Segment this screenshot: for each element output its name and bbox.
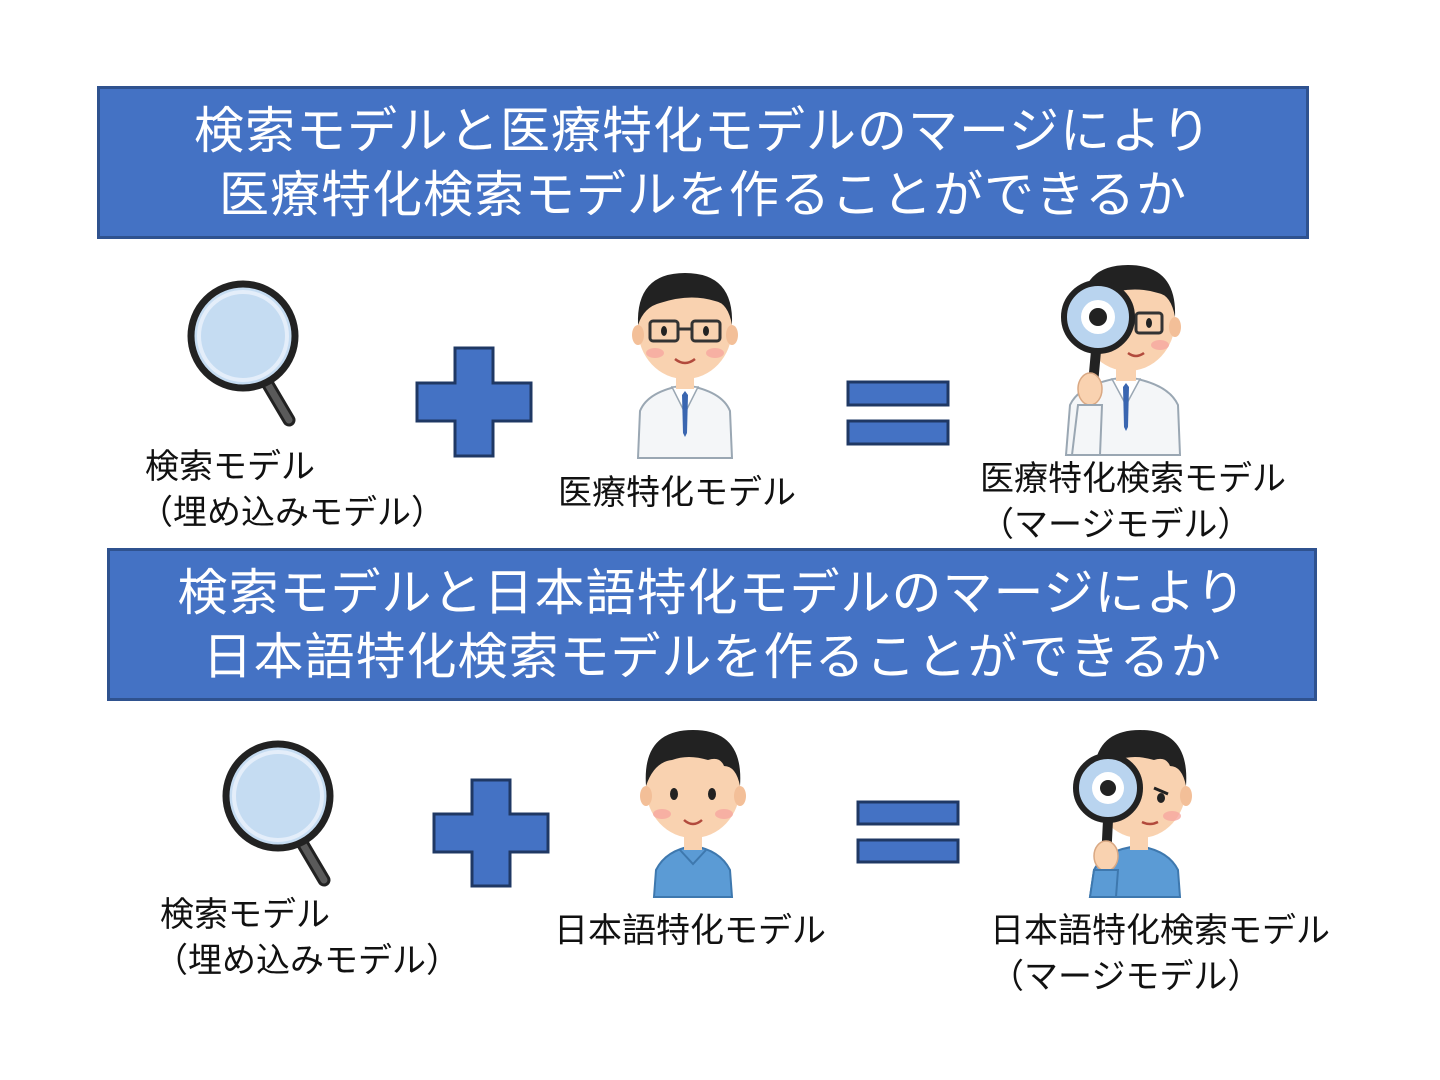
section-1-title-banner: 検索モデルと医療特化モデルのマージにより 医療特化検索モデルを作ることができるか: [97, 86, 1309, 239]
section-1-retrieval-model-label: 検索モデル （埋め込みモデル）: [139, 444, 445, 536]
section-2-title-banner: 検索モデルと日本語特化モデルのマージにより 日本語特化検索モデルを作ることができ…: [107, 548, 1317, 701]
section-2-merged-model-label: 日本語特化検索モデル （マージモデル）: [990, 908, 1330, 1000]
person-icon: [640, 730, 746, 898]
section-1-merged-model-label-line-1: 医療特化検索モデル: [980, 459, 1286, 499]
section-2-merged-model-label-line-1: 日本語特化検索モデル: [990, 911, 1330, 951]
section-2-retrieval-model-label-line-1: 検索モデル: [160, 895, 330, 935]
plus-sign-icon: [432, 778, 550, 888]
section-1-merged-model-label-line-2: （マージモデル）: [980, 505, 1252, 545]
section-2-title-line-2: 日本語特化検索モデルを作ることができるか: [202, 627, 1222, 686]
section-1-merged-model-label: 医療特化検索モデル （マージモデル）: [980, 456, 1286, 548]
equals-sign-icon: [846, 380, 950, 446]
magnifying-glass-icon: [187, 280, 299, 427]
person-with-magnifier-icon: [1073, 730, 1192, 898]
doctor-with-magnifier-icon: [1061, 265, 1182, 456]
section-2-japanese-model-label: 日本語特化モデル: [554, 908, 826, 954]
doctor-icon: [632, 273, 738, 459]
section-1-retrieval-model-label-line-2: （埋め込みモデル）: [139, 493, 445, 533]
section-2-retrieval-model-label-line-2: （埋め込みモデル）: [154, 941, 460, 981]
section-2-merged-model-label-line-2: （マージモデル）: [990, 957, 1262, 997]
equals-sign-icon: [856, 800, 960, 864]
section-1-medical-model-label: 医療特化モデル: [558, 470, 796, 516]
section-1-retrieval-model-label-line-1: 検索モデル: [145, 447, 315, 487]
section-1-title-line-2: 医療特化検索モデルを作ることができるか: [219, 165, 1187, 224]
section-2-retrieval-model-label: 検索モデル （埋め込みモデル）: [154, 892, 460, 984]
section-2-title-line-1: 検索モデルと日本語特化モデルのマージにより: [177, 563, 1247, 622]
section-1-medical-model-label-text: 医療特化モデル: [558, 473, 796, 513]
section-1-title-line-1: 検索モデルと医療特化モデルのマージにより: [194, 101, 1212, 160]
plus-sign-icon: [415, 346, 533, 458]
section-2-japanese-model-label-text: 日本語特化モデル: [554, 911, 826, 951]
magnifying-glass-icon: [222, 740, 334, 887]
